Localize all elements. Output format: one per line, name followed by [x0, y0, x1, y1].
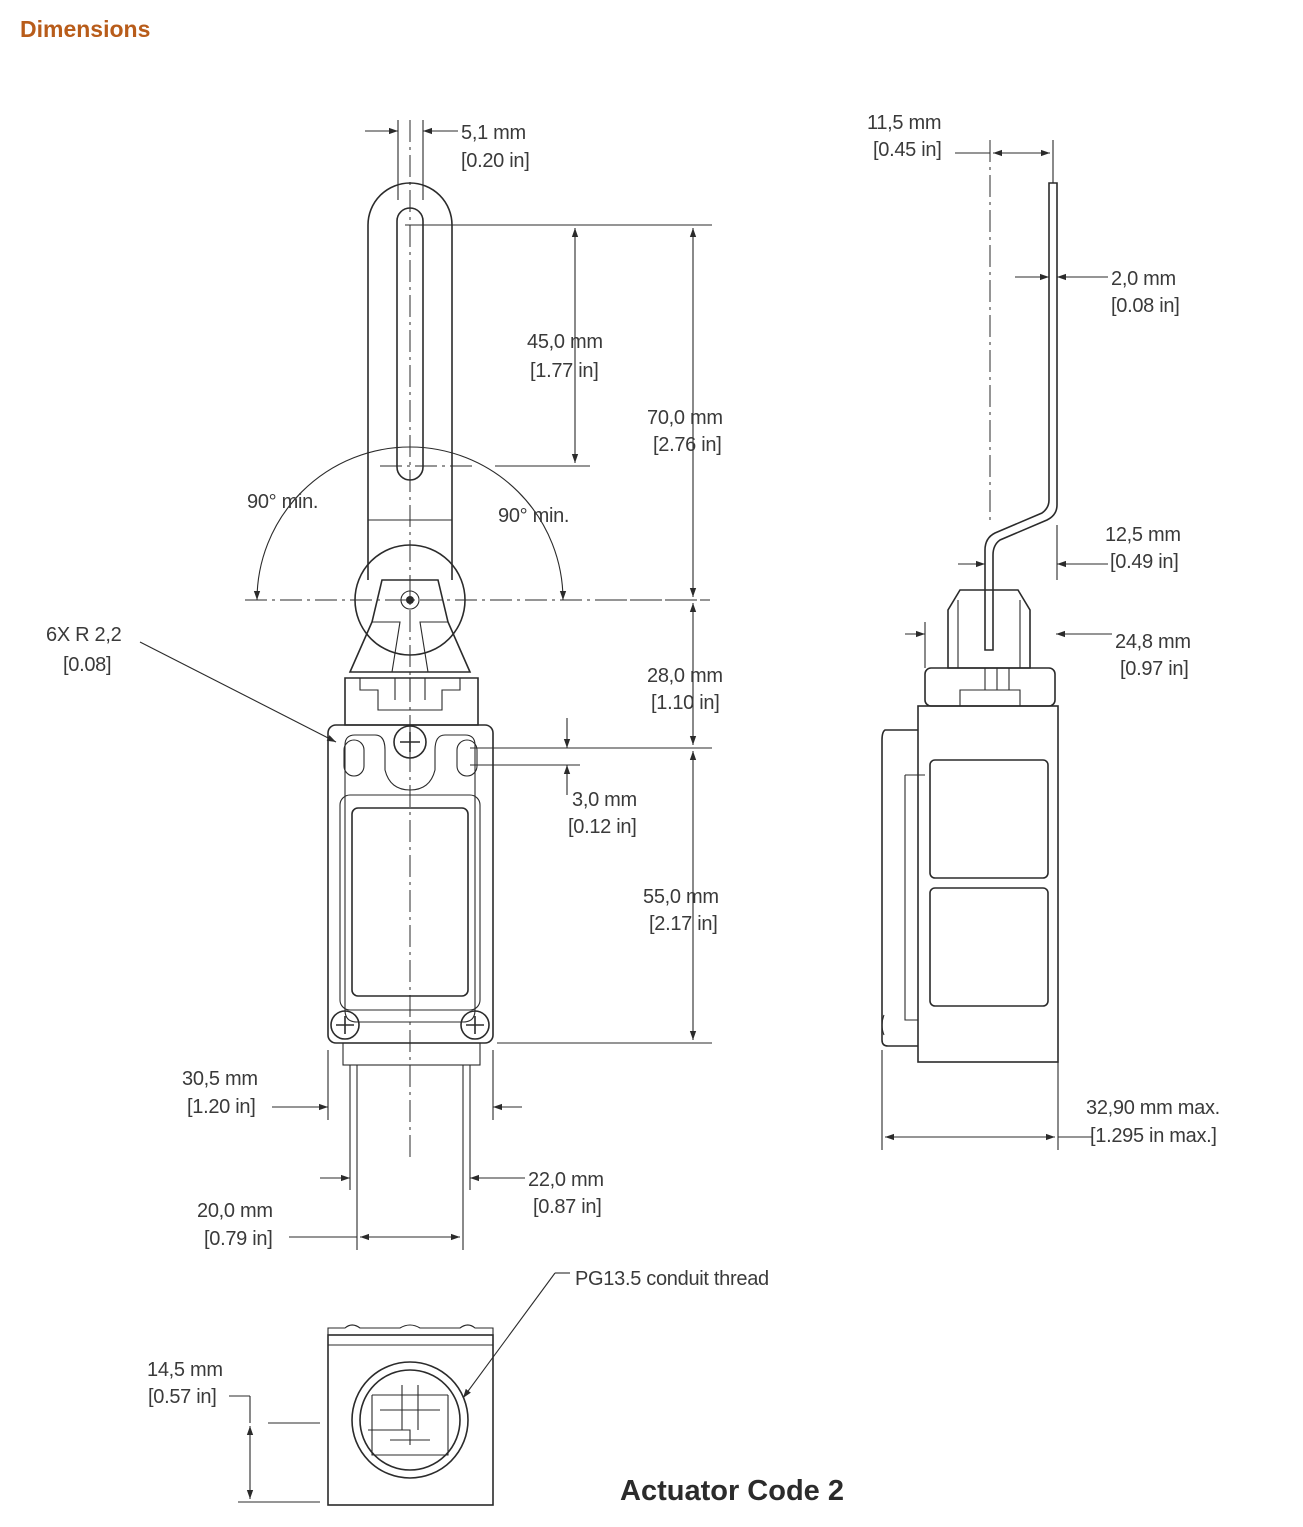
- dim-28-mm: 28,0 mm: [647, 665, 723, 687]
- dim-14-5-mm: 14,5 mm: [147, 1359, 223, 1381]
- dim-30-5-mm: 30,5 mm: [182, 1068, 258, 1090]
- section-heading: Dimensions: [20, 16, 151, 42]
- dim-3-in: [0.12 in]: [568, 816, 636, 838]
- side-body: [917, 705, 1059, 1063]
- bottom-view: [327, 1324, 494, 1506]
- dim-12-5-mm: 12,5 mm: [1105, 524, 1181, 546]
- conduit-label: PG13.5 conduit thread: [575, 1268, 769, 1290]
- dim-2-in: [0.08 in]: [1111, 295, 1179, 317]
- dim-70-in: [2.76 in]: [653, 434, 721, 456]
- dim-11-5-mm: 11,5 mm: [867, 112, 941, 134]
- dim-55-mm: 55,0 mm: [643, 886, 719, 908]
- dim-24-8-in: [0.97 in]: [1120, 658, 1188, 680]
- dim-20-mm: 20,0 mm: [197, 1200, 273, 1222]
- side-view: [605, 140, 1059, 1063]
- dim-5-1-mm: 5,1 mm: [461, 122, 526, 144]
- dim-45-in: [1.77 in]: [530, 360, 598, 382]
- dim-5-1-in: [0.20 in]: [461, 150, 529, 172]
- side-lever: [984, 182, 1058, 651]
- bottom-dimensions: [229, 1272, 570, 1503]
- radius-in: [0.08]: [63, 654, 111, 676]
- dim-20-in: [0.79 in]: [204, 1228, 272, 1250]
- angle-left: 90° min.: [247, 491, 318, 513]
- conduit-outer: [351, 1361, 469, 1479]
- dim-12-5-in: [0.49 in]: [1110, 551, 1178, 573]
- dim-70-mm: 70,0 mm: [647, 407, 723, 429]
- side-dimensions: [881, 140, 1112, 1150]
- actuator-caption: Actuator Code 2: [620, 1475, 844, 1507]
- dimension-labels: 5,1 mm [0.20 in] 45,0 mm [1.77 in] 70,0 …: [46, 112, 1220, 1507]
- dim-11-5-in: [0.45 in]: [873, 139, 941, 161]
- dim-22-in: [0.87 in]: [533, 1196, 601, 1218]
- bottom-body: [327, 1334, 494, 1506]
- dim-28-in: [1.10 in]: [651, 692, 719, 714]
- front-view: [245, 120, 710, 1160]
- dim-14-5-in: [0.57 in]: [148, 1386, 216, 1408]
- angle-right: 90° min.: [498, 505, 569, 527]
- dim-22-mm: 22,0 mm: [528, 1169, 604, 1191]
- dim-32-9-mm: 32,90 mm max.: [1086, 1097, 1220, 1119]
- dim-2-mm: 2,0 mm: [1111, 268, 1176, 290]
- radius-label: 6X R 2,2: [46, 624, 122, 646]
- dim-24-8-mm: 24,8 mm: [1115, 631, 1191, 653]
- dim-45-mm: 45,0 mm: [527, 331, 603, 353]
- front-dimensions: [139, 120, 712, 1250]
- dim-55-in: [2.17 in]: [649, 913, 717, 935]
- dim-30-5-in: [1.20 in]: [187, 1096, 255, 1118]
- dim-32-9-in: [1.295 in max.]: [1090, 1125, 1217, 1147]
- dim-3-mm: 3,0 mm: [572, 789, 637, 811]
